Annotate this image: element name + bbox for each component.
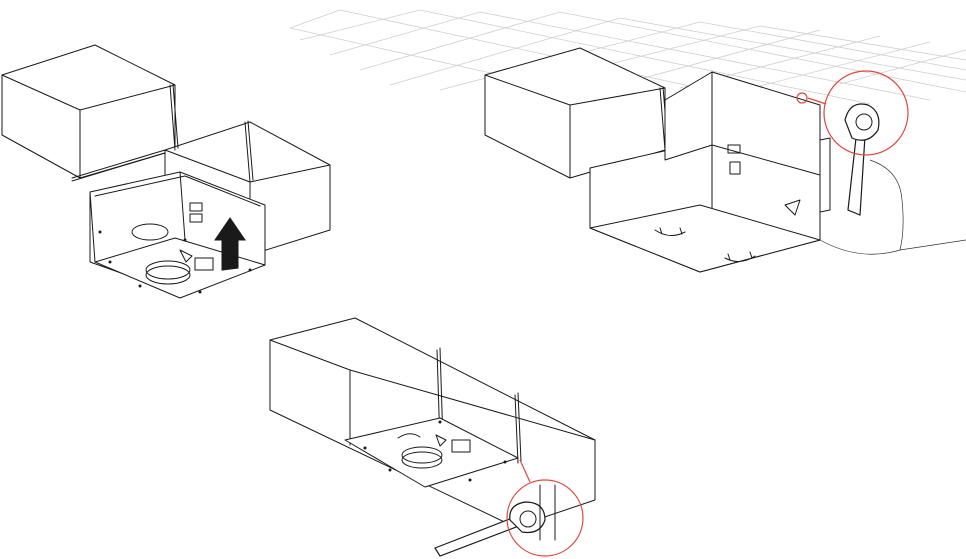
step-2-ceiling-bracket — [484, 47, 966, 273]
step-3-duct-bracket — [269, 317, 596, 557]
callout-circle — [506, 479, 584, 557]
arrow-up-icon — [214, 217, 246, 271]
step-1-lift-unit — [1, 44, 331, 299]
callout-circle — [823, 70, 909, 156]
